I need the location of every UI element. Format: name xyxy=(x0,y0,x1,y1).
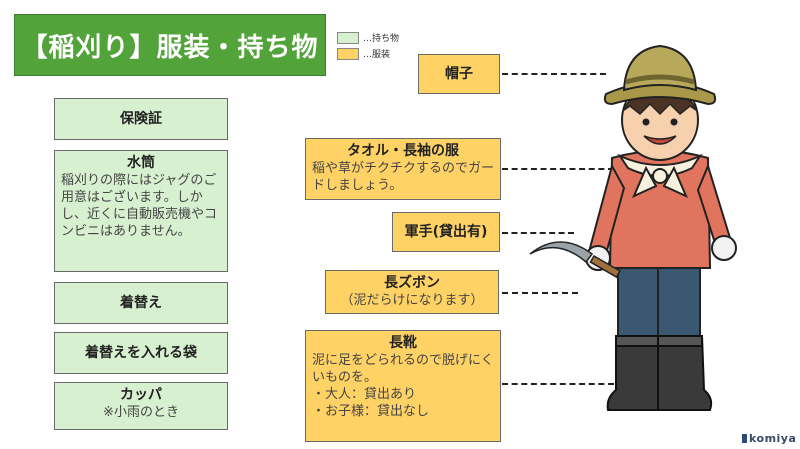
clothing-boots-adult: ・大人：貸出あり xyxy=(312,387,417,402)
legend-label-items: …持ち物 xyxy=(363,34,400,44)
clothing-boots: 長靴 泥に足をどられるので脱げにくいものを。 ・大人：貸出あり ・お子様：貸出な… xyxy=(305,330,501,442)
leader-line-gloves xyxy=(502,232,574,234)
leader-line-hat xyxy=(502,73,606,75)
item-water-note: 稲刈りの際にはジャグのご用意はございます。しかし、近くに自動販売機やコンビニはあ… xyxy=(61,173,218,239)
clothing-hat-label: 帽子 xyxy=(445,66,473,82)
clothing-boots-note: 泥に足をどられるので脱げにくいものを。 xyxy=(312,353,494,385)
item-raincoat-note: ※小雨のとき xyxy=(103,405,179,420)
clothing-shirt: タオル・長袖の服 稲や草がチクチクするのでガードしましょう。 xyxy=(305,138,501,200)
clothing-pants: 長ズボン （泥だらけになります） xyxy=(325,270,499,314)
item-change-of-clothes: 着替え xyxy=(54,282,228,324)
item-insurance-label: 保険証 xyxy=(120,111,162,127)
clothing-gloves-label: 軍手(貸出有) xyxy=(404,224,488,240)
item-water-label: 水筒 xyxy=(127,155,155,171)
leader-line-pants xyxy=(502,292,578,294)
clothing-pants-label: 長ズボン xyxy=(384,275,440,291)
clothing-gloves: 軍手(貸出有) xyxy=(392,212,500,252)
item-insurance-card: 保険証 xyxy=(54,98,228,140)
brand-logo: komiya xyxy=(742,432,796,445)
legend-swatch-items xyxy=(337,32,359,44)
brand-logo-text: komiya xyxy=(749,432,797,445)
item-clothes-bag: 着替えを入れる袋 xyxy=(54,332,228,374)
clothing-hat: 帽子 xyxy=(418,54,500,94)
legend-swatch-clothing xyxy=(337,48,359,60)
farmer-illustration xyxy=(529,44,737,411)
item-bag-label: 着替えを入れる袋 xyxy=(85,345,197,361)
legend-label-clothing: …服装 xyxy=(363,50,391,60)
leader-line-boots xyxy=(502,383,614,385)
clothing-shirt-label: タオル・長袖の服 xyxy=(347,143,459,159)
leader-line-shirt xyxy=(502,168,614,170)
clothing-boots-label: 長靴 xyxy=(389,335,417,351)
item-raincoat: カッパ ※小雨のとき xyxy=(54,382,228,430)
brand-logo-icon xyxy=(742,434,747,443)
item-raincoat-label: カッパ xyxy=(120,387,162,403)
item-water-bottle: 水筒 稲刈りの際にはジャグのご用意はございます。しかし、近くに自動販売機やコンビ… xyxy=(54,150,228,272)
clothing-boots-child: ・お子様：貸出なし xyxy=(312,404,430,419)
clothing-shirt-note: 稲や草がチクチクするのでガードしましょう。 xyxy=(312,161,495,193)
item-change-label: 着替え xyxy=(120,295,162,311)
clothing-pants-note: （泥だらけになります） xyxy=(340,293,484,308)
page-title: 【稲刈り】服装・持ち物 xyxy=(14,14,326,76)
